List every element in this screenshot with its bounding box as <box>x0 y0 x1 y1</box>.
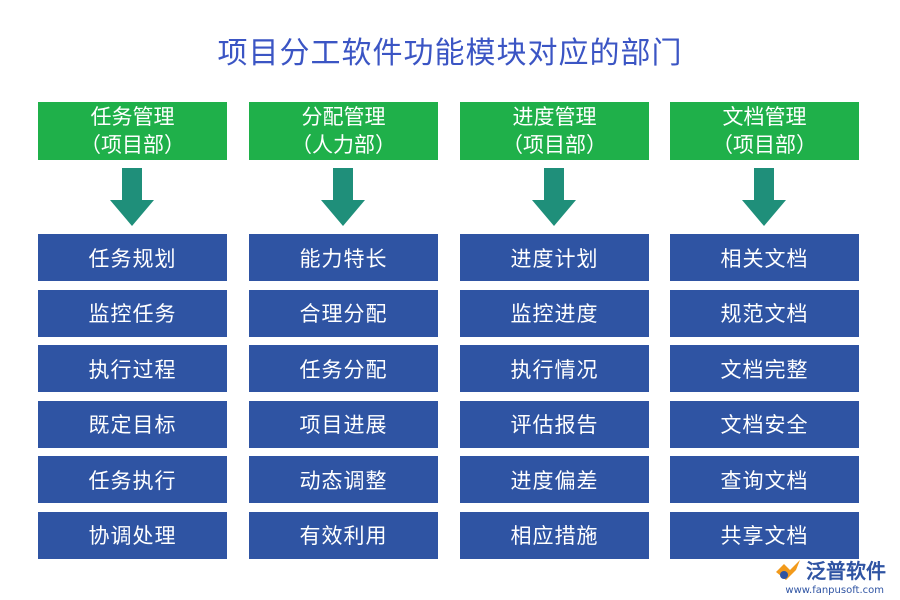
down-arrow-icon <box>38 160 227 234</box>
function-item: 文档安全 <box>670 400 859 448</box>
function-item: 任务规划 <box>38 234 227 281</box>
logo-icon <box>776 559 800 580</box>
function-item: 既定目标 <box>38 400 227 448</box>
function-item: 文档完整 <box>670 345 859 392</box>
module-column-task: 任务管理 （项目部） 任务规划 监控任务 执行过程 既定目标 任务执行 协调处理 <box>38 102 227 567</box>
function-item: 进度计划 <box>460 234 649 281</box>
function-item: 执行情况 <box>460 345 649 392</box>
module-header: 文档管理 （项目部） <box>670 102 859 160</box>
module-dept: （项目部） <box>712 133 817 157</box>
module-header: 分配管理 （人力部） <box>249 102 438 160</box>
function-item: 评估报告 <box>460 400 649 448</box>
module-name: 分配管理 <box>301 105 386 129</box>
function-item: 合理分配 <box>249 289 438 337</box>
function-item: 共享文档 <box>670 511 859 559</box>
function-item: 有效利用 <box>249 511 438 559</box>
module-header: 进度管理 （项目部） <box>460 102 649 160</box>
module-dept: （人力部） <box>291 133 396 157</box>
function-item: 进度偏差 <box>460 456 649 503</box>
module-name: 进度管理 <box>512 105 597 129</box>
function-item: 动态调整 <box>249 456 438 503</box>
down-arrow-icon <box>460 160 649 234</box>
function-item: 任务执行 <box>38 456 227 503</box>
function-item: 监控任务 <box>38 289 227 337</box>
function-item: 项目进展 <box>249 400 438 448</box>
function-item: 规范文档 <box>670 289 859 337</box>
down-arrow-icon <box>670 160 859 234</box>
brand-logo: 泛普软件 <box>774 555 886 584</box>
function-item: 任务分配 <box>249 345 438 392</box>
module-header: 任务管理 （项目部） <box>38 102 227 160</box>
function-item: 协调处理 <box>38 511 227 559</box>
function-item: 能力特长 <box>249 234 438 281</box>
logo-name: 泛普软件 <box>806 559 886 583</box>
logo-url: www.fanpusoft.com <box>785 585 884 596</box>
function-item: 监控进度 <box>460 289 649 337</box>
module-column-schedule: 进度管理 （项目部） 进度计划 监控进度 执行情况 评估报告 进度偏差 相应措施 <box>460 102 649 567</box>
module-column-allocation: 分配管理 （人力部） 能力特长 合理分配 任务分配 项目进展 动态调整 有效利用 <box>249 102 438 567</box>
module-dept: （项目部） <box>80 133 185 157</box>
module-name: 文档管理 <box>722 105 807 129</box>
diagram-title: 项目分工软件功能模块对应的部门 <box>217 36 683 71</box>
down-arrow-icon <box>249 160 438 234</box>
function-item: 执行过程 <box>38 345 227 392</box>
module-column-document: 文档管理 （项目部） 相关文档 规范文档 文档完整 文档安全 查询文档 共享文档 <box>670 102 859 567</box>
module-dept: （项目部） <box>502 133 607 157</box>
function-item: 相应措施 <box>460 511 649 559</box>
function-item: 查询文档 <box>670 456 859 503</box>
module-name: 任务管理 <box>90 105 175 129</box>
function-item: 相关文档 <box>670 234 859 281</box>
